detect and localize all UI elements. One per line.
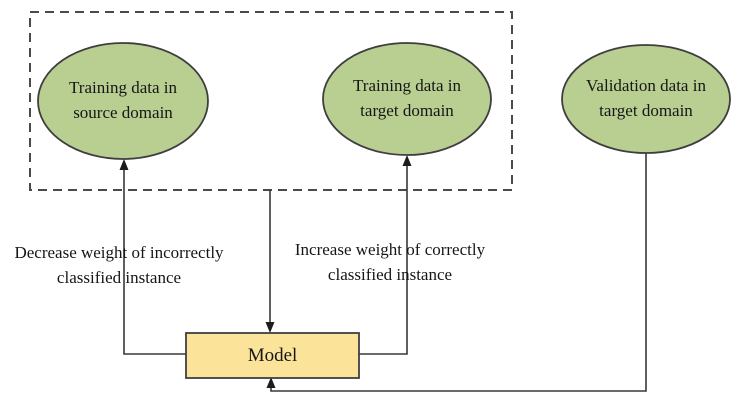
target-validation-label-text: Validation data in target domain [586,76,706,120]
arrowhead-up-target [402,155,412,166]
decrease-weight-label: Decrease weight of incorrectly classifie… [0,240,238,292]
model-label-text: Model [247,344,298,366]
training-group-dashed-border [29,11,513,191]
decrease-weight-label-text: Decrease weight of incorrectly classifie… [14,243,224,287]
source-training-label-text: Training data in source domain [69,78,177,122]
target-validation-ellipse [561,44,731,154]
increase-weight-label-text: Increase weight of correctly classified … [294,240,486,284]
target-feedback-connector [359,161,408,355]
model-box [185,332,360,379]
source-training-ellipse [37,42,209,160]
target-training-ellipse [322,42,492,156]
source-feedback-connector [123,162,186,355]
arrowhead-up-model-bottom [266,377,276,388]
arrowhead-up-source [119,159,129,170]
increase-weight-label: Increase weight of correctly classified … [275,237,505,289]
source-training-label: Training data in source domain [38,43,208,159]
target-training-label-text: Training data in target domain [353,76,461,120]
model-label: Model [186,333,359,378]
target-training-label: Training data in target domain [323,43,491,155]
target-validation-label: Validation data in target domain [562,45,730,153]
arrowhead-down-model-top [265,322,275,333]
